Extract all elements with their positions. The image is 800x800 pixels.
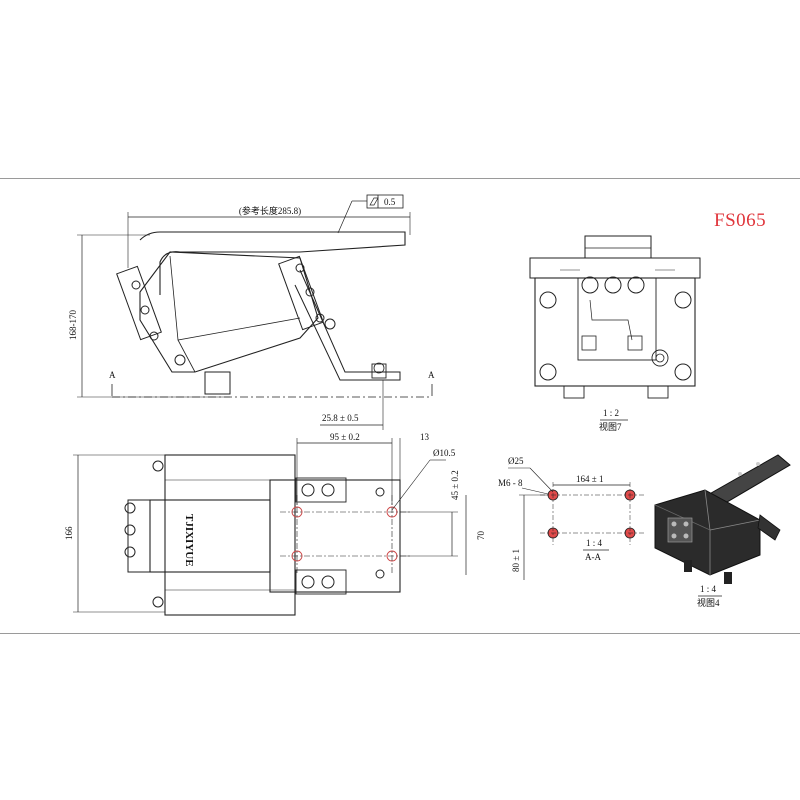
section-mark-left: A [109, 370, 116, 380]
section-aa-label: A-A [585, 552, 601, 562]
drawing-frame [0, 178, 800, 634]
ref-length-label: (参考长度285.8) [239, 205, 301, 216]
thread-label: M6 - 8 [498, 478, 523, 488]
view-4-isometric: 1 : 4 视图4 [654, 454, 791, 608]
section-aa-view: 164 ± 1 Ø25 M6 - 8 80 ± 1 1 : 4 A-A [498, 456, 645, 580]
edge-label: 13 [420, 432, 430, 442]
overall-label: 166 [64, 526, 74, 540]
vert-spacing-label: 45 ± 0.2 [450, 470, 460, 500]
brand-text: TJIXIYUE [183, 514, 195, 567]
part-number-title: FS065 [714, 210, 767, 231]
hole-dia-label: Ø10.5 [433, 448, 456, 458]
view7-scale: 1 : 2 [603, 408, 619, 418]
spacing-label: 95 ± 0.2 [330, 432, 360, 442]
offset-label: 25.8 ± 0.5 [322, 413, 359, 423]
bolt-spacing-label: 164 ± 1 [576, 474, 603, 484]
bolt-circle-label: Ø25 [508, 456, 524, 466]
view4-scale: 1 : 4 [700, 584, 717, 594]
section-mark-right: A [428, 370, 435, 380]
bolt-vert-label: 80 ± 1 [511, 549, 521, 572]
section-aa-scale: 1 : 4 [586, 538, 603, 548]
height-range-label: 168-170 [68, 310, 78, 340]
side-view: (参考长度285.8) 0.5 168-170 A A [68, 194, 435, 430]
view7-label: 视图7 [599, 421, 622, 432]
view4-label: 视图4 [697, 597, 720, 608]
flatness-value: 0.5 [384, 197, 396, 207]
view-7: 1 : 2 视图7 [529, 235, 701, 432]
inner-label: 70 [476, 531, 486, 541]
top-view: 166 TJIXIYUE 95 ± 0.2 13 Ø10 [64, 432, 486, 616]
